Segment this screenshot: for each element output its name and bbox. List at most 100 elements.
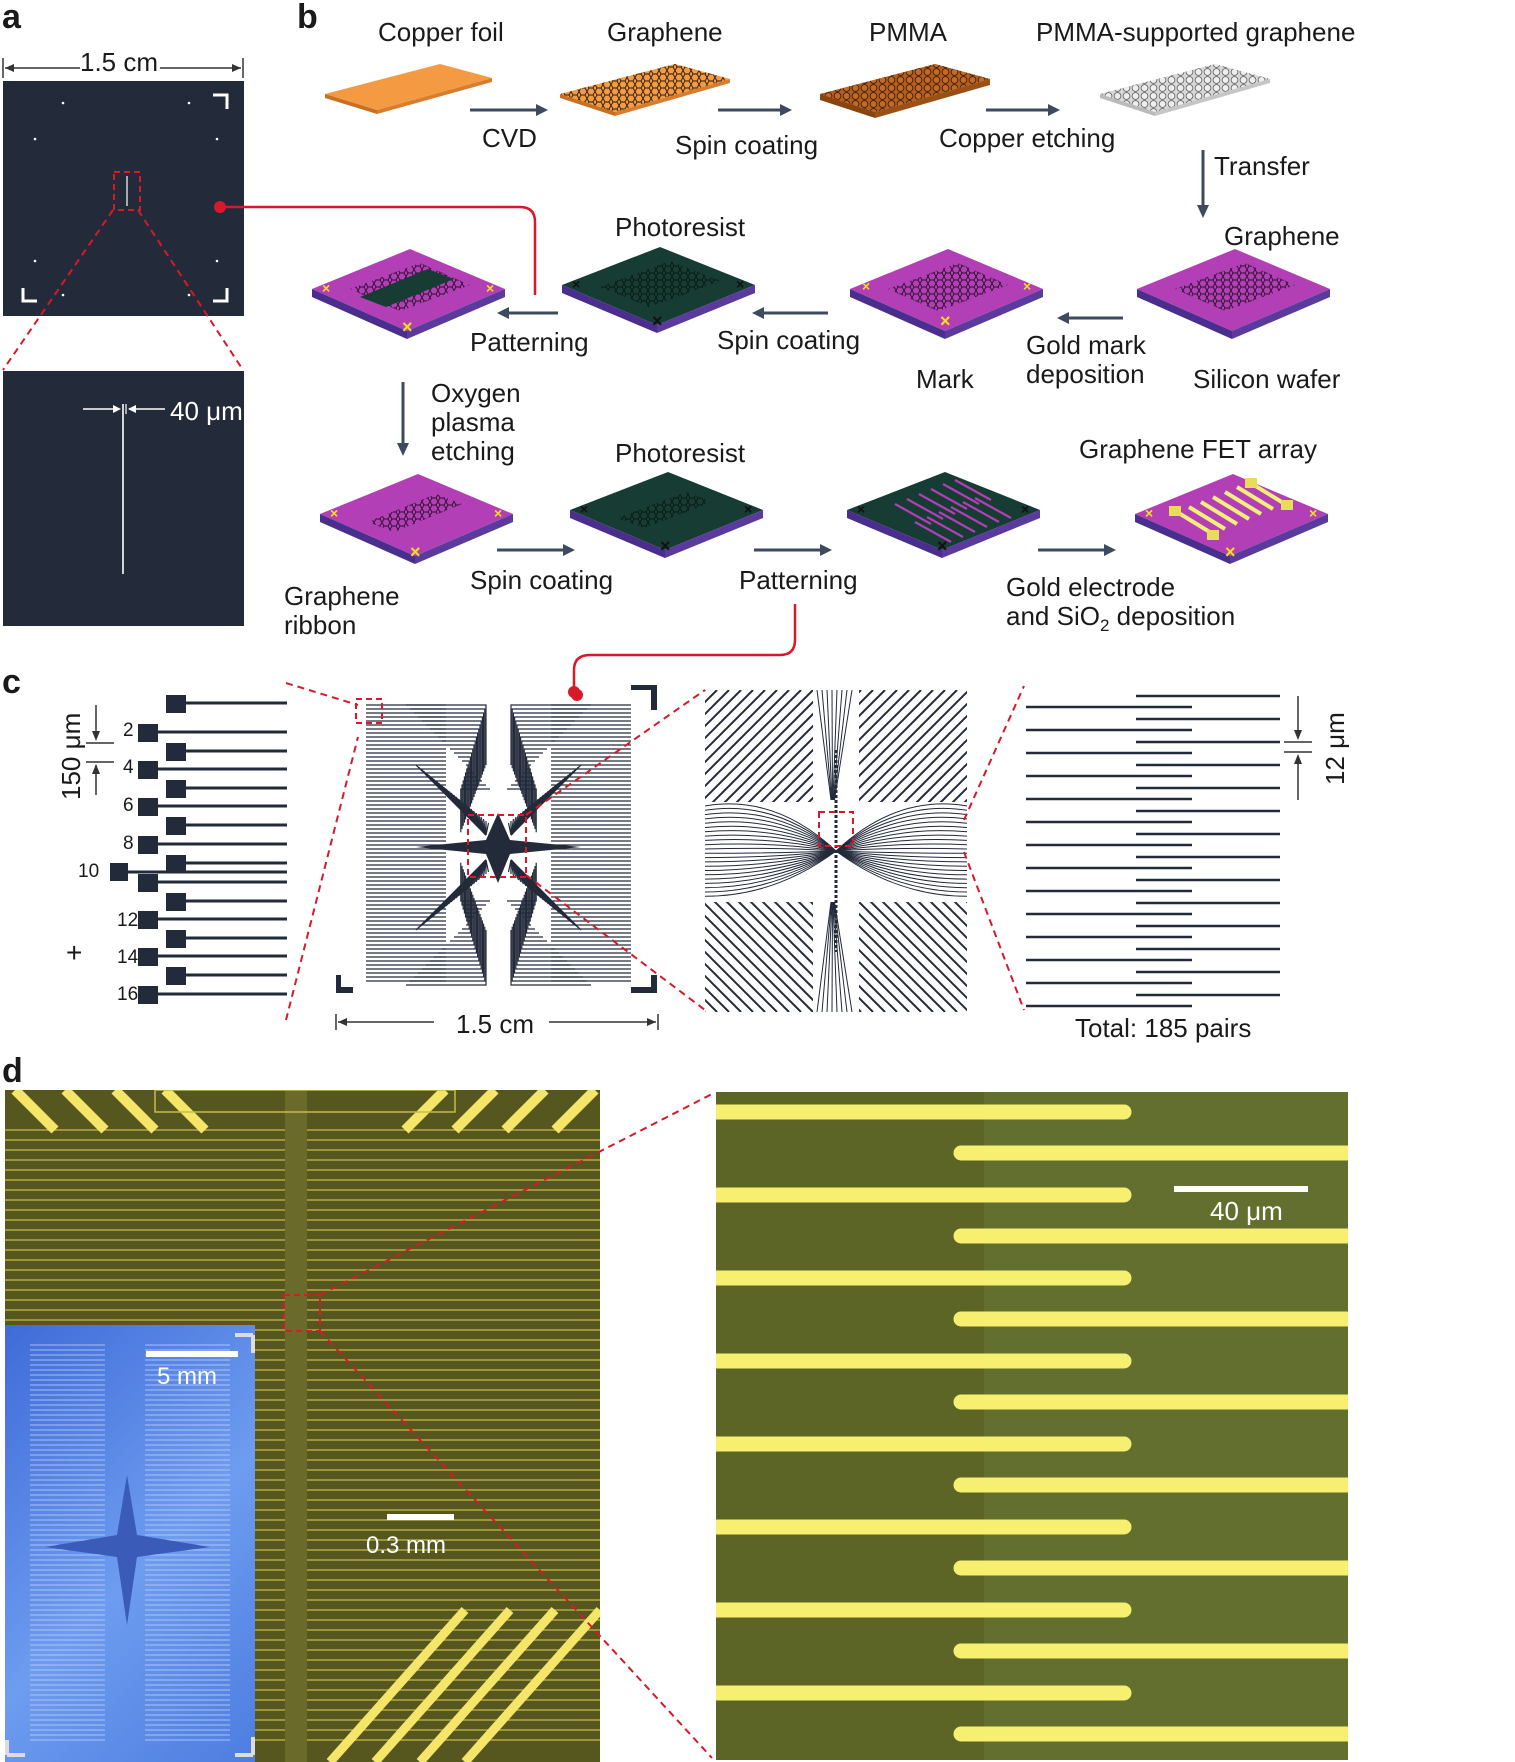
panel-label-a: a: [2, 0, 21, 36]
panel-a-width-label: 1.5 cm: [80, 47, 159, 77]
electrode-array-layout: [336, 685, 657, 993]
row1-arrows: [470, 104, 1060, 116]
electrode-center-zoom: [705, 690, 967, 1012]
inset-scale-label: 5 mm: [157, 1363, 217, 1390]
arrow-patterning-row3: [754, 544, 832, 556]
svg-text:×: ×: [1023, 278, 1031, 294]
panel-a-gap-label: 40 μm: [170, 396, 243, 426]
label-graphene-row2: Graphene: [1224, 221, 1340, 251]
panel-a-zoom-lines: [2, 209, 244, 371]
pmma-illustration: [820, 64, 990, 118]
zoom-scale-bar: [1174, 1186, 1308, 1192]
pad-detail-layout: [86, 695, 287, 1004]
svg-text:×: ×: [744, 501, 752, 517]
svg-text:×: ×: [736, 276, 744, 292]
wafer-mark-illustration: × × ×: [850, 249, 1043, 339]
svg-text:×: ×: [572, 276, 580, 292]
pad-number-14: 14: [117, 947, 139, 968]
wafer-photoresist-row3-illustration: × × ×: [570, 472, 763, 558]
step-gold-mark-1: Gold mark: [1026, 330, 1146, 360]
svg-text:×: ×: [1145, 505, 1153, 521]
label-copper-foil: Copper foil: [378, 17, 504, 47]
svg-text:×: ×: [857, 501, 865, 517]
micrograph-zoom: [716, 1092, 1348, 1760]
panel-d-zoom-lines: [283, 1093, 713, 1759]
step-oxygen-1: Oxygen: [431, 378, 521, 408]
step-spin-coating-3: Spin coating: [470, 565, 614, 595]
label-graphene: Graphene: [607, 17, 723, 47]
panel-c-center-zoom-lines: [525, 689, 706, 1011]
step-gold-mark-2: deposition: [1026, 359, 1145, 389]
step-transfer: Transfer: [1214, 151, 1310, 181]
panel-label-c: c: [2, 663, 21, 701]
step-oxygen-3: etching: [431, 436, 515, 466]
svg-text:×: ×: [1309, 505, 1317, 521]
label-silicon-wafer: Silicon wafer: [1193, 364, 1341, 394]
connector-a-to-b: [214, 201, 537, 295]
panel-c-right-zoom-lines: [963, 685, 1025, 1011]
step-gold-electrode-2: and SiO2 deposition: [1006, 601, 1236, 636]
step-patterning-row2: Patterning: [470, 327, 589, 357]
label-graphene-ribbon-2: ribbon: [284, 610, 357, 640]
svg-text:×: ×: [862, 278, 870, 294]
svg-text:×: ×: [494, 505, 502, 521]
svg-text:×: ×: [330, 505, 338, 521]
pad-number-6: 6: [123, 795, 134, 816]
arrow-spin-coating-row2: [752, 307, 828, 319]
plus-mark: +: [66, 937, 83, 968]
label-graphene-ribbon-1: Graphene: [284, 581, 400, 611]
main-scale-label: 0.3 mm: [366, 1532, 447, 1559]
step-cvd: CVD: [482, 123, 537, 153]
oxygen-arrow: [397, 382, 409, 456]
wafer-electrode-pattern-illustration: × × ×: [847, 472, 1040, 558]
svg-text:×: ×: [580, 501, 588, 517]
pitch-label: 150 μm: [56, 712, 86, 800]
svg-text:×: ×: [402, 317, 413, 337]
pad-number-10: 10: [78, 861, 100, 882]
pad-number-12: 12: [117, 910, 139, 931]
label-pmma: PMMA: [869, 17, 947, 47]
step-oxygen-2: plasma: [431, 407, 515, 437]
transfer-arrow: [1197, 150, 1209, 218]
panel-label-d: d: [2, 1052, 23, 1090]
gap-label: 12 μm: [1320, 712, 1350, 785]
label-fet-array: Graphene FET array: [1079, 434, 1317, 464]
pmma-supported-graphene-illustration: [1100, 64, 1270, 116]
graphene-on-copper-illustration: [560, 64, 730, 116]
total-pairs-label: Total: 185 pairs: [1075, 1013, 1252, 1043]
wafer-graphene-illustration: [1137, 249, 1330, 339]
step-gold-electrode-1: Gold electrode: [1006, 572, 1176, 602]
panel-label-b: b: [297, 0, 318, 36]
step-copper-etching: Copper etching: [939, 123, 1116, 153]
svg-text:×: ×: [322, 280, 330, 296]
zoom-scale-label: 40 μm: [1210, 1196, 1283, 1226]
copper-foil-illustration: [325, 64, 492, 114]
svg-text:×: ×: [1021, 501, 1029, 517]
wafer-graphene-ribbon-illustration: × × ×: [320, 474, 513, 564]
arrow-spin-coating-row3: [497, 544, 575, 556]
arrow-gold-electrode: [1038, 544, 1116, 556]
inset-scale-bar: [146, 1351, 238, 1357]
pad-number-16: 16: [117, 984, 139, 1005]
svg-text:×: ×: [486, 280, 494, 296]
main-scale-bar: [387, 1514, 454, 1520]
arrow-gold-mark: [1057, 312, 1123, 324]
wafer-photoresist-illustration: × × ×: [562, 247, 755, 333]
graphene-fet-array-illustration: × × ×: [1135, 474, 1328, 564]
label-pmma-graphene: PMMA-supported graphene: [1036, 17, 1356, 47]
pad-number-2: 2: [123, 720, 134, 741]
pad-number-4: 4: [123, 757, 134, 778]
svg-text:×: ×: [660, 536, 671, 556]
label-photoresist-row2: Photoresist: [615, 212, 746, 242]
mask-layout-a: [3, 81, 244, 316]
wafer-patterned-illustration: × × ×: [312, 249, 505, 339]
panel-c-width-label: 1.5 cm: [456, 1009, 535, 1039]
svg-text:×: ×: [937, 536, 948, 556]
gap-dimension: [1284, 696, 1312, 800]
svg-text:×: ×: [1225, 542, 1236, 562]
label-photoresist-row3: Photoresist: [615, 438, 746, 468]
panel-c-left-zoom-lines: [285, 682, 359, 1021]
arrow-patterning-row2: [497, 307, 558, 319]
pad-number-8: 8: [123, 833, 134, 854]
step-patterning-row3: Patterning: [739, 565, 858, 595]
